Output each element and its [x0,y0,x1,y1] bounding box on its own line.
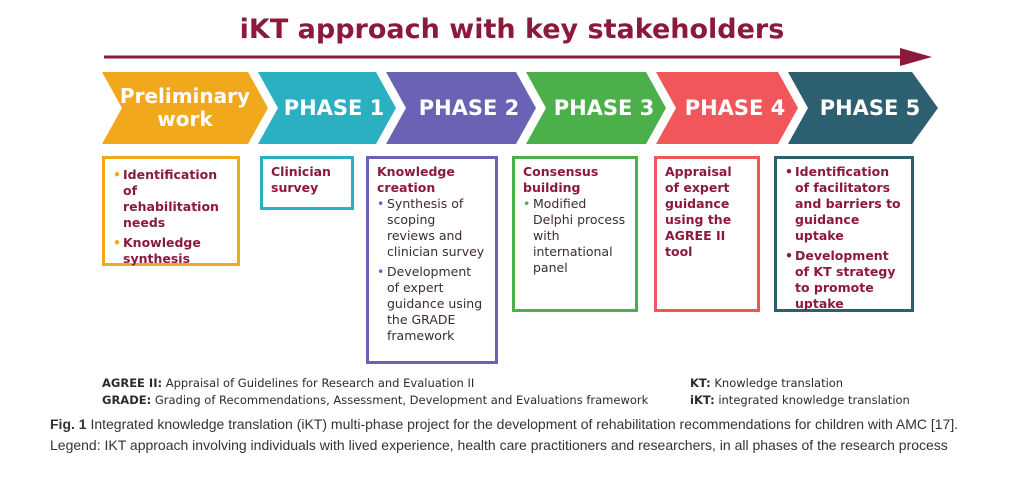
phase2-heading: Knowledge creation [377,164,455,195]
diagram-title: iKT approach with key stakeholders [239,14,785,45]
phase1-heading: Clinician survey [271,164,331,195]
figure-label: Fig. 1 [50,416,87,432]
phase2-box: Knowledge creation Synthesis of scoping … [366,156,498,364]
phase3-item: Modified Delphi process with internation… [523,196,627,276]
chevron-phase3-label: PHASE 3 [553,96,655,120]
chevron-phase4-shape [656,72,798,144]
chevron-phase3 [526,72,666,144]
chevron-phase3-shape [526,72,666,144]
chevron-preliminary-label: Preliminary work [119,84,251,131]
preliminary-item: Identification of rehabilitation needs [113,167,229,231]
phase4-heading: Appraisal of expert guidance using the A… [665,164,732,259]
phase2-item: Development of expert guidance using the… [377,264,487,344]
phase4-box: Appraisal of expert guidance using the A… [654,156,760,312]
chevron-phase4-label: PHASE 4 [684,96,786,120]
chevron-phase5-label: PHASE 5 [819,96,921,120]
preliminary-item: Knowledge synthesis [113,235,229,267]
chevron-phase1-label: PHASE 1 [283,96,385,120]
abbreviation-agree: AGREE II: Appraisal of Guidelines for Re… [102,376,474,390]
abbreviation-grade: GRADE: Grading of Recommendations, Asses… [102,393,648,407]
figure-caption: Fig. 1 Integrated knowledge translation … [50,414,980,456]
abbreviation-definition: integrated knowledge translation [718,393,910,407]
phase1-box: Clinician survey [260,156,354,210]
timeline-arrow [104,48,932,66]
phase5-item: Identification of facilitators and barri… [785,164,903,244]
chevron-preliminary [102,72,268,144]
abbreviation-term: AGREE II: [102,376,163,390]
abbreviation-definition: Appraisal of Guidelines for Research and… [165,376,475,390]
chevron-phase2 [386,72,536,144]
phase3-box: Consensus building Modified Delphi proce… [512,156,638,312]
abbreviation-term: KT: [690,376,711,390]
abbreviation-ikt: iKT: integrated knowledge translation [690,393,910,407]
abbreviation-term: iKT: [690,393,715,407]
preliminary-box: Identification of rehabilitation needs K… [102,156,240,266]
phase5-box: Identification of facilitators and barri… [774,156,914,312]
chevron-phase1 [258,72,396,144]
abbreviation-kt: KT: Knowledge translation [690,376,843,390]
abbreviation-definition: Knowledge translation [714,376,844,390]
chevron-phase5 [788,72,938,144]
chevron-phase2-shape [386,72,536,144]
phase2-item: Synthesis of scoping reviews and clinici… [377,196,487,260]
chevron-phase5-shape [788,72,938,144]
abbreviation-definition: Grading of Recommendations, Assessment, … [154,393,649,407]
chevron-preliminary-shape [102,72,268,144]
phase3-heading: Consensus building [523,164,599,195]
figure-caption-text: Integrated knowledge translation (iKT) m… [50,416,959,453]
abbreviation-term: GRADE: [102,393,152,407]
chevron-phase2-label: PHASE 2 [418,96,520,120]
chevron-phase4 [656,72,798,144]
phase5-item: Development of KT strategy to promote up… [785,248,903,312]
timeline-arrow-head [900,48,932,66]
chevron-phase1-shape [258,72,396,144]
